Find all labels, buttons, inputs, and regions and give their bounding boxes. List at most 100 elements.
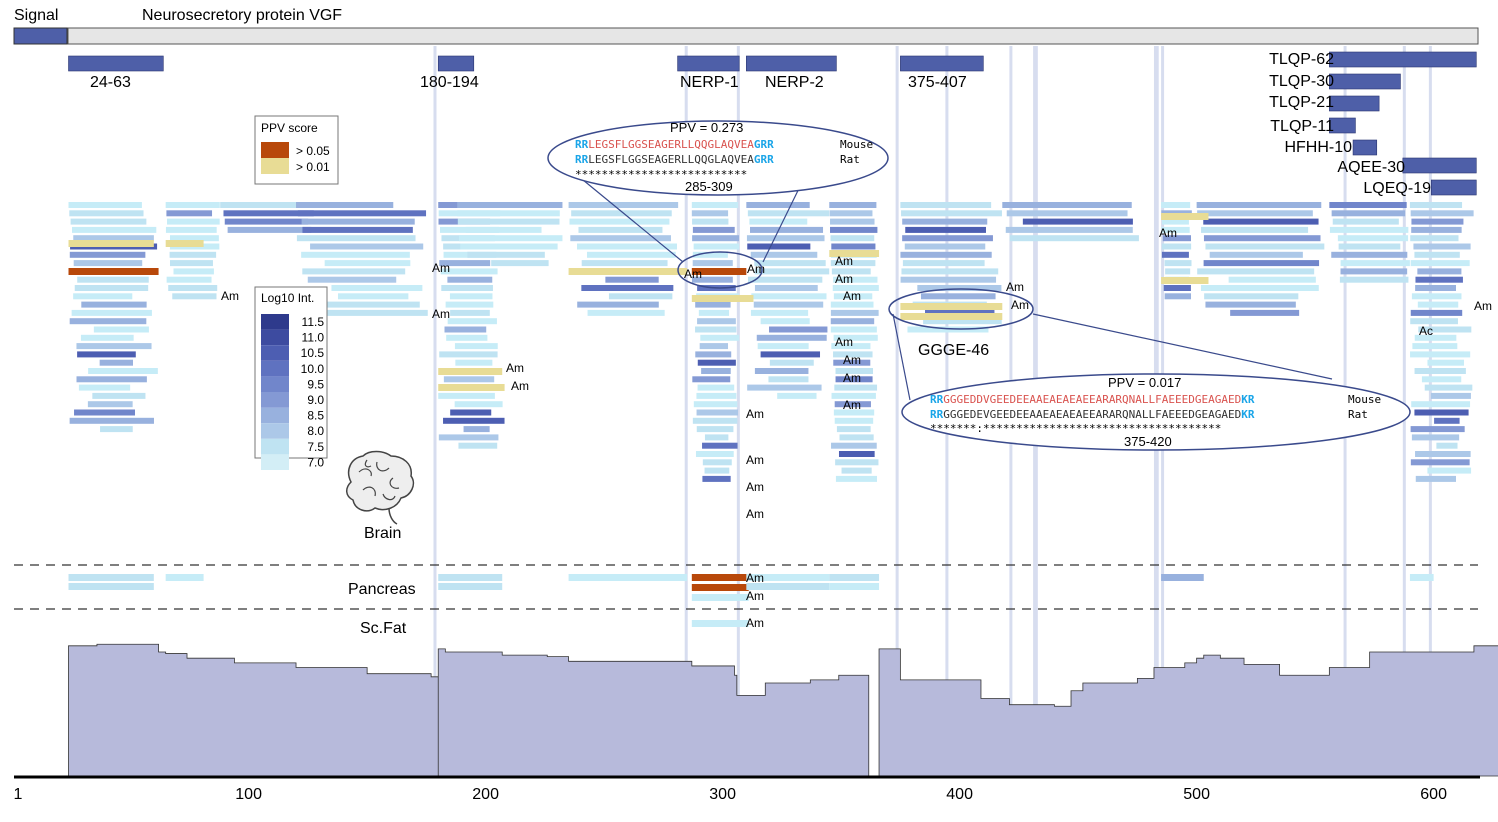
tissue-peptide-bar-14	[1409, 574, 1434, 581]
brain-peptide-bar-195	[836, 426, 871, 433]
signal-label: Signal	[14, 7, 58, 24]
tissue-peptide-bar-10	[746, 583, 830, 590]
intensity-label-4: 9.5	[307, 377, 324, 391]
known-peptides	[68, 51, 1477, 196]
brain-peptide-bar-144	[746, 202, 810, 208]
brain-peptide-bar-65	[439, 260, 491, 267]
tissue-peptide-bar-2	[165, 574, 204, 581]
brain-peptide-bar-7	[73, 260, 143, 267]
known-peptide-bar-tlqp-62	[1329, 51, 1477, 68]
modification-mark-7: Am	[1006, 280, 1024, 294]
brain-peptide-bar-151	[754, 260, 826, 267]
peptide-label-tlqp-11: TLQP-11	[1270, 118, 1334, 135]
known-peptide-bar-lqeq-19	[1430, 179, 1477, 196]
brain-peptide-bar-273	[1410, 318, 1458, 325]
modification-mark-2: Am	[684, 267, 702, 281]
coverage-segment-2	[878, 645, 1498, 777]
brain-peptide-bar-193	[833, 409, 875, 416]
brain-peptide-bar-196	[839, 434, 874, 441]
brain-peptide-bar-11	[73, 293, 133, 300]
brain-peptide-bar-156	[753, 301, 824, 308]
known-peptide-bar-tlqp-30	[1329, 73, 1401, 90]
brain-peptide-bar-164	[754, 368, 809, 374]
brain-peptide-bar-45	[297, 210, 427, 217]
ppv-legend-label-high: > 0.05	[296, 144, 330, 158]
brain-peptide-bar-102	[586, 251, 676, 258]
brain-peptide-bar-227	[1162, 235, 1191, 242]
modification-mark-14: Am	[511, 379, 529, 393]
brain-peptide-bar-40	[220, 202, 315, 208]
brain-peptide-bar-114	[692, 235, 740, 242]
brain-peptide-bar-292	[1415, 475, 1457, 482]
brain-peptide-bar-43	[227, 226, 312, 233]
callout-gggea-title: PPV = 0.017	[1108, 375, 1181, 390]
tissue-peptide-bar-12	[829, 583, 880, 590]
ppv-peptide-bar-0	[68, 268, 159, 275]
brain-peptide-bar-184	[833, 334, 878, 341]
brain-peptide-bar-135	[696, 409, 739, 416]
brain-peptide-bar-240	[1205, 243, 1325, 250]
brain-peptide-bar-83	[450, 409, 492, 416]
intensity-label-5: 9.0	[307, 393, 324, 407]
intensity-swatch-4	[261, 376, 289, 392]
callout-gggea-mouse-seq: RRGGGEDDVGEEDEEAAEAEAEAEEARARQNALLFAEEED…	[930, 393, 1255, 406]
brain-peptide-bar-143	[702, 475, 731, 482]
modification-mark-4: Am	[835, 254, 853, 268]
brain-peptide-bar-101	[576, 243, 677, 250]
modification-mark-19: Am	[835, 335, 853, 349]
modification-mark-6: Am	[843, 289, 861, 303]
tissue-modification-mark-2: Am	[746, 616, 764, 630]
brain-peptide-bar-30	[167, 218, 220, 225]
brain-peptide-bar-220	[1022, 218, 1133, 225]
brain-peptide-bar-23	[92, 392, 146, 399]
brain-peptide-bar-160	[756, 334, 827, 341]
brain-peptide-bar-48	[296, 235, 416, 242]
ppv-peptide-bar-1	[691, 268, 747, 275]
intensity-legend-title: Log10 Int.	[261, 291, 314, 305]
intensity-swatch-1	[261, 329, 289, 346]
brain-peptide-bar-210	[901, 268, 999, 275]
callout-gggea-mouse-species: Mouse	[1348, 393, 1381, 406]
brain-peptide-bar-161	[757, 343, 809, 350]
brain-peptide-bar-141	[702, 459, 732, 466]
callout-gggea-rat-seq: RRGGGEDEVGEEDEEAAEAEAEAEEARARQNALLFAEEED…	[930, 408, 1255, 421]
brain-peptide-bar-254	[1338, 243, 1401, 250]
brain-peptide-bar-111	[691, 210, 729, 217]
brain-peptide-bar-90	[457, 218, 560, 225]
brain-peptide-bar-73	[444, 326, 487, 333]
brain-peptide-bar-181	[830, 309, 879, 316]
brain-peptide-bar-177	[833, 276, 878, 283]
intensity-swatch-9	[261, 454, 289, 470]
brain-peptide-bar-267	[1417, 268, 1462, 275]
brain-peptide-bar-291	[1427, 467, 1472, 474]
brain-peptide-bar-200	[841, 467, 872, 474]
known-peptide-bar-375-407	[900, 55, 984, 72]
brain-peptide-bar-257	[1340, 268, 1408, 275]
brain-peptide-bar-22	[78, 384, 131, 391]
brain-peptide-bar-154	[754, 285, 818, 291]
brain-peptide-bar-130	[701, 368, 731, 374]
peptide-label-24-63: 24-63	[90, 74, 131, 91]
brain-peptide-bar-215	[925, 309, 995, 316]
brain-peptide-bar-242	[1203, 260, 1320, 267]
brain-peptide-stack	[68, 202, 1474, 482]
tissue-peptide-bar-6	[691, 574, 749, 581]
modification-mark-17: Am	[746, 480, 764, 494]
brain-peptide-bar-178	[832, 285, 879, 291]
brain-label: Brain	[364, 525, 401, 542]
brain-peptide-bar-238	[1201, 226, 1309, 233]
brain-peptide-bar-44	[296, 202, 394, 208]
peptide-label-nerp-2: NERP-2	[765, 74, 824, 91]
brain-peptide-bar-286	[1410, 426, 1465, 433]
callout-nerp1-rat-seq: RRLEGSFLGGSEAGERLLQQGLAQVEAGRR	[575, 153, 774, 166]
brain-peptide-bar-24	[87, 401, 133, 408]
brain-peptide-bar-274	[1418, 326, 1472, 333]
brain-peptide-bar-175	[830, 260, 876, 267]
known-peptide-bar-hfhh-10	[1352, 139, 1378, 156]
brain-peptide-bar-34	[169, 251, 217, 258]
modification-mark-22: Am	[843, 398, 861, 412]
brain-peptide-bar-4	[73, 235, 154, 242]
brain-peptide-bar-287	[1411, 434, 1460, 441]
brain-peptide-bar-203	[901, 210, 1002, 217]
ppv-legend-title: PPV score	[261, 121, 318, 135]
